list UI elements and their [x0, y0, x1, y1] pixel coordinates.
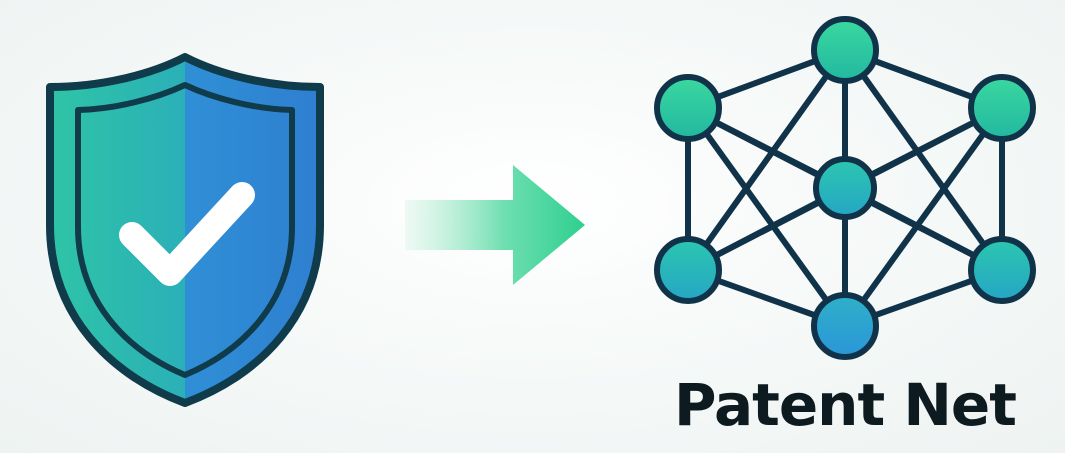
network-node-center: [813, 156, 877, 220]
network-graph-icon: [640, 0, 1050, 372]
network-node-bottom: [811, 292, 879, 360]
network-node-top: [811, 16, 879, 84]
shield-check-icon: [20, 35, 350, 425]
network-node-lower-right: [968, 236, 1036, 304]
network-node-upper-right: [968, 74, 1036, 142]
right-arrow-icon: [395, 160, 595, 290]
network-label: Patent Net: [674, 371, 1017, 439]
network-node-lower-left: [654, 236, 722, 304]
network-node-upper-left: [654, 74, 722, 142]
